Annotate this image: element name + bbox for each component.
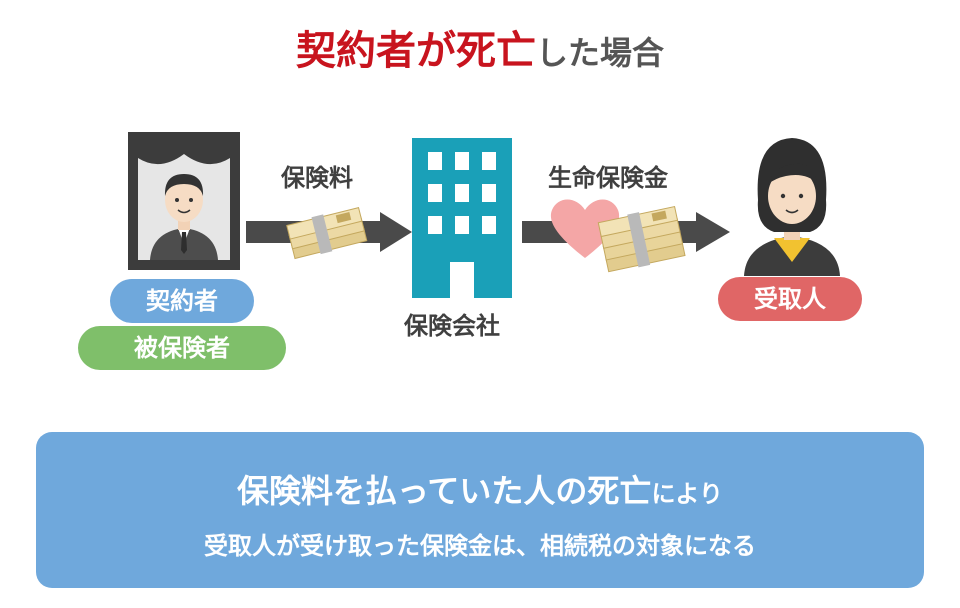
title-rest: した場合	[535, 34, 664, 72]
summary-line-1: 保険料を払っていた人の死亡により	[36, 466, 924, 512]
money-stack-icon	[286, 206, 368, 260]
diagram-title: 契約者が死亡した場合	[0, 18, 960, 76]
summary-box: 保険料を払っていた人の死亡により 受取人が受け取った保険金は、相続税の対象になる	[36, 432, 924, 588]
woman-icon	[744, 138, 840, 276]
portrait-frame-icon	[128, 132, 240, 270]
summary-line-2: 受取人が受け取った保険金は、相続税の対象になる	[204, 532, 756, 560]
summary-line-1-suffix: により	[651, 480, 723, 508]
building-icon	[412, 138, 512, 298]
company-label: 保険会社	[404, 312, 500, 340]
heart-icon	[550, 199, 620, 258]
payout-label: 生命保険金	[548, 164, 668, 192]
title-emphasis: 契約者が死亡	[295, 28, 536, 74]
recipient-badge: 受取人	[718, 277, 862, 321]
insured-badge: 被保険者	[78, 326, 286, 370]
deceased-man-icon	[150, 174, 218, 260]
summary-line-1-main: 保険料を払っていた人の死亡	[237, 472, 652, 510]
money-stack-icon	[597, 205, 686, 273]
contractor-badge: 契約者	[110, 279, 254, 323]
premium-label: 保険料	[281, 164, 353, 192]
